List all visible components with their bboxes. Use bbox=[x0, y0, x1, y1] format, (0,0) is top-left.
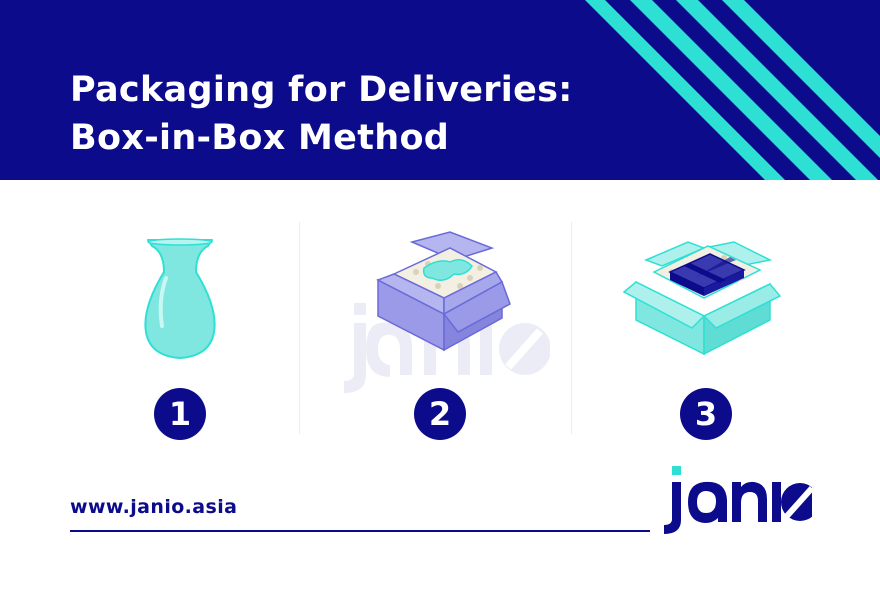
page-title: Packaging for Deliveries: Box-in-Box Met… bbox=[70, 66, 573, 162]
header-banner: Packaging for Deliveries: Box-in-Box Met… bbox=[0, 0, 880, 180]
decorative-stripes bbox=[585, 0, 880, 180]
box-with-wrapped-item-icon bbox=[376, 231, 511, 352]
step-3: 3 bbox=[584, 220, 824, 440]
step-2: 2 bbox=[320, 220, 560, 440]
vase-icon bbox=[144, 238, 216, 359]
step-number-3: 3 bbox=[680, 388, 732, 440]
step-number-1: 1 bbox=[154, 388, 206, 440]
column-divider-2 bbox=[571, 222, 572, 434]
step-1: 1 bbox=[60, 220, 300, 440]
title-line-1: Packaging for Deliveries: bbox=[70, 70, 573, 110]
title-line-2: Box-in-Box Method bbox=[70, 118, 450, 158]
column-divider-1 bbox=[299, 222, 300, 434]
footer-underline bbox=[70, 530, 650, 532]
box-in-box-icon bbox=[622, 241, 782, 356]
step-number-2: 2 bbox=[414, 388, 466, 440]
janio-logo: janio bbox=[664, 466, 812, 534]
website-link[interactable]: www.janio.asia bbox=[70, 496, 238, 518]
